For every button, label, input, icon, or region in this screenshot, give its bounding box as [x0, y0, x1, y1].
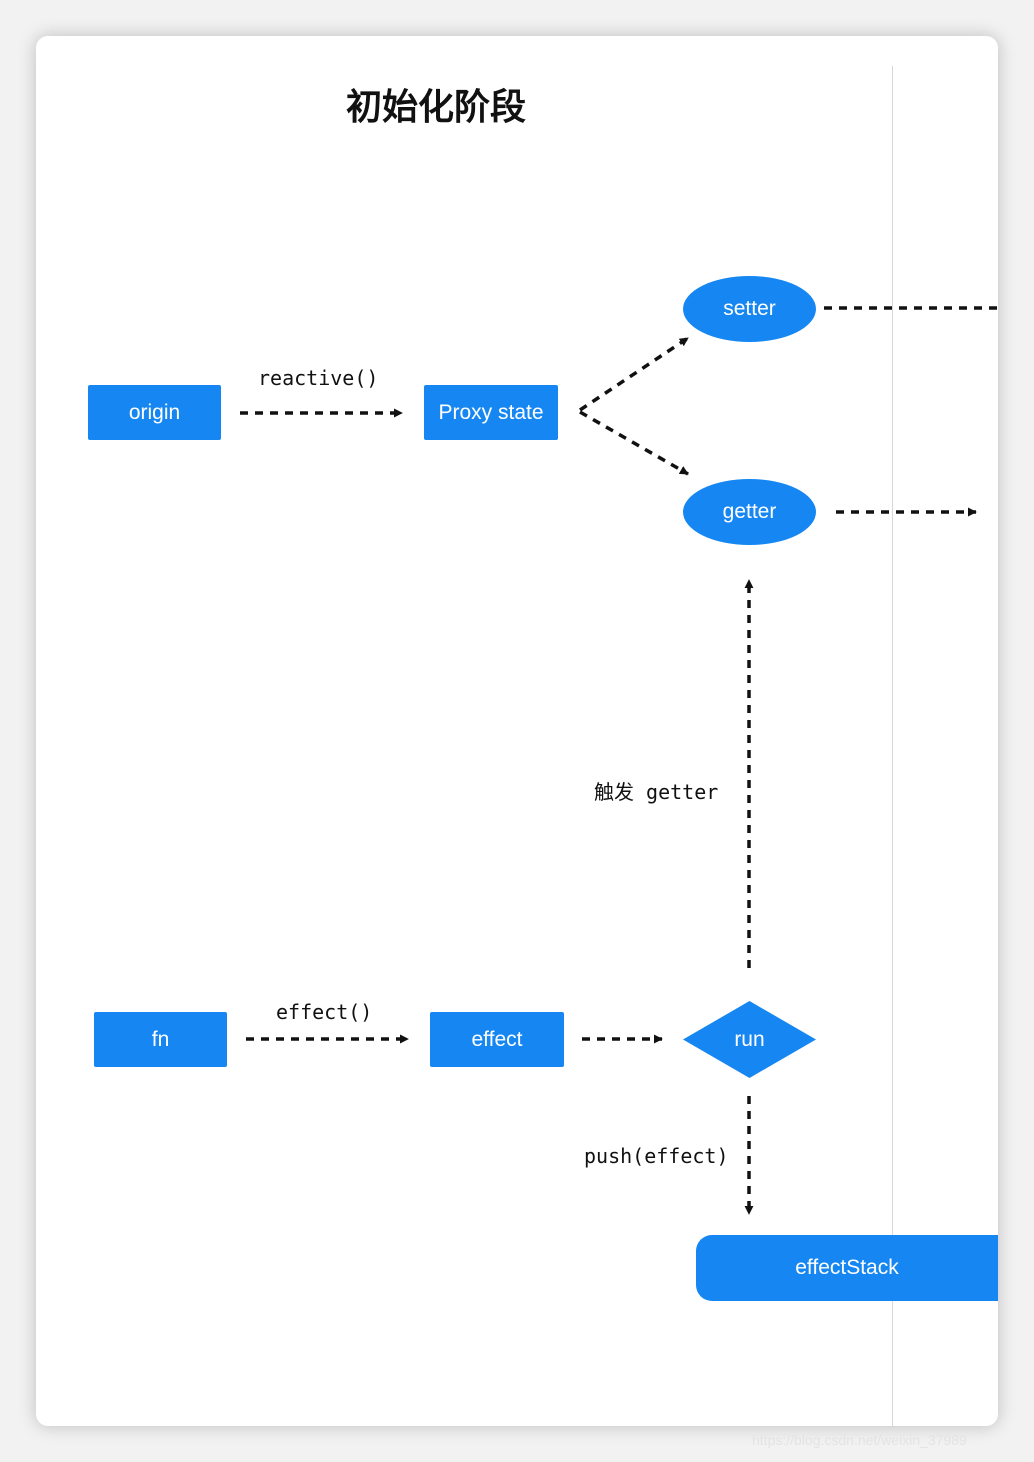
label-effect-call: effect() [276, 1000, 373, 1024]
node-proxy-state-label: Proxy state [438, 400, 544, 424]
diagram-title: 初始化阶段 [345, 87, 526, 128]
node-run-label: run [734, 1027, 765, 1051]
label-reactive: reactive() [258, 366, 379, 390]
node-getter: getter [683, 479, 816, 545]
node-getter-label: getter [722, 500, 777, 523]
node-effect-label: effect [471, 1027, 523, 1051]
arrow-proxy-to-getter [579, 410, 689, 476]
node-effect-stack: effectStack [696, 1235, 998, 1301]
node-run: run [683, 1001, 816, 1078]
node-proxy-state: Proxy state [424, 385, 558, 440]
watermark-text: https://blog.csdn.net/weixin_37989 [752, 1432, 967, 1448]
diagram-canvas: 初始化阶段 origin [36, 36, 998, 1426]
node-effect: effect [430, 1012, 564, 1067]
node-setter: setter [683, 276, 816, 342]
node-fn: fn [94, 1012, 227, 1067]
node-effect-stack-label: effectStack [795, 1256, 899, 1279]
arrow-proxy-to-setter [579, 336, 689, 412]
arrows-layer [240, 306, 998, 1215]
label-push-effect: push(effect) [584, 1144, 729, 1168]
node-origin: origin [88, 385, 221, 440]
node-origin-label: origin [128, 400, 181, 424]
label-trigger-getter: 触发 getter [594, 780, 719, 804]
node-fn-label: fn [151, 1027, 170, 1051]
run-diamond-shape [683, 1001, 816, 1078]
node-setter-label: setter [723, 297, 776, 320]
divider-line [892, 66, 893, 1426]
